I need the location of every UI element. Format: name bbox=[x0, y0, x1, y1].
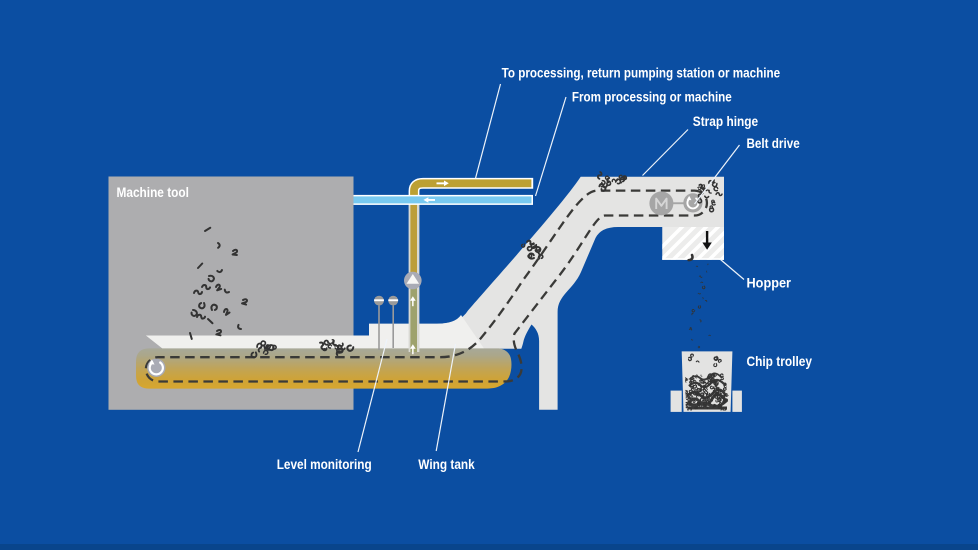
svg-text:Chip trolley: Chip trolley bbox=[747, 353, 813, 369]
svg-text:From processing or machine: From processing or machine bbox=[572, 88, 732, 104]
svg-text:Belt drive: Belt drive bbox=[747, 135, 800, 151]
svg-text:Wing tank: Wing tank bbox=[418, 456, 475, 472]
svg-text:To processing, return pumping: To processing, return pumping station or… bbox=[502, 65, 781, 81]
svg-text:Strap hinge: Strap hinge bbox=[693, 113, 758, 129]
svg-text:Machine tool: Machine tool bbox=[117, 184, 189, 200]
svg-text:Hopper: Hopper bbox=[747, 275, 792, 291]
svg-text:Level monitoring: Level monitoring bbox=[277, 456, 372, 472]
